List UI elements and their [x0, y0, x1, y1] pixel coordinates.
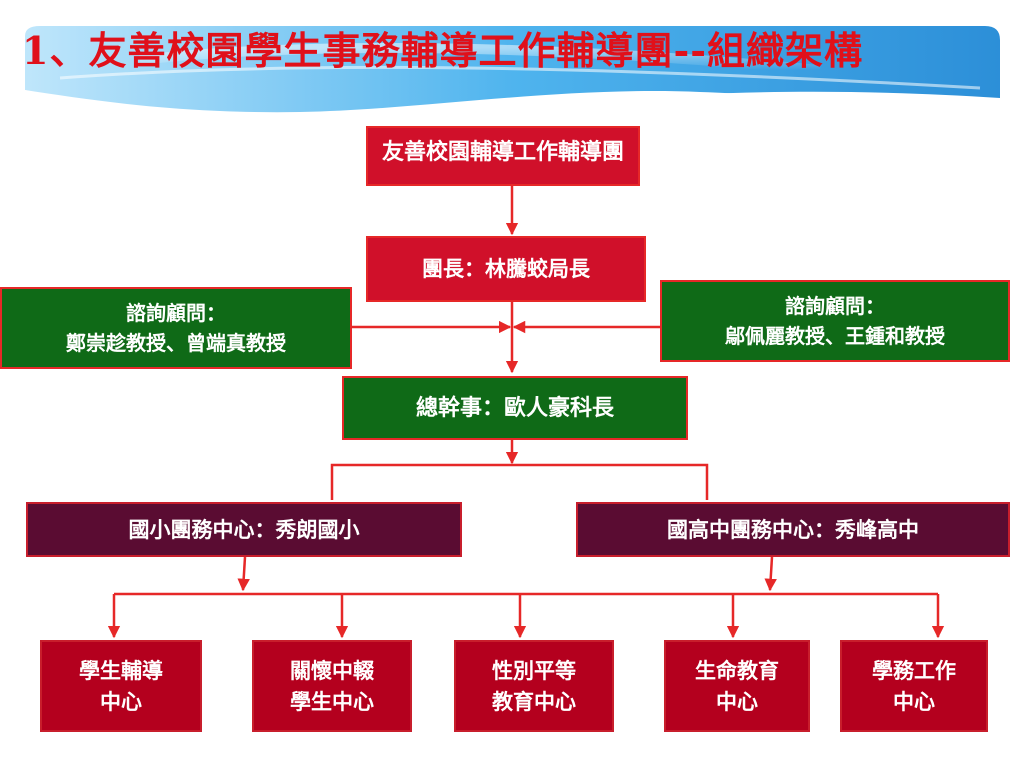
team-node-label: 友善校園輔導工作輔導團: [381, 139, 624, 165]
unit-label-line2: 中心: [100, 689, 142, 714]
advisor-left-node: 諮詢顧問： 鄭崇趁教授、曾端真教授: [0, 287, 352, 369]
unit-label-line2: 中心: [716, 689, 758, 714]
connector-branch: [330, 463, 709, 500]
unit-label-line2: 學生中心: [290, 689, 374, 714]
secretary-node: 總幹事：歐人豪科長: [342, 376, 688, 440]
advisor-right-names: 鄔佩麗教授、王鍾和教授: [725, 324, 945, 348]
secondary-center-node: 國高中團務中心：秀峰高中: [576, 502, 1010, 557]
page-title: 1、友善校園學生事務輔導工作輔導團--組織架構: [22, 28, 863, 73]
connector-sec-down: [764, 556, 777, 592]
advisor-left-title: 諮詢顧問：: [126, 301, 226, 325]
unit-label-line1: 生命教育: [695, 657, 779, 683]
secondary-center-label: 國高中團務中心：秀峰高中: [667, 516, 919, 542]
elementary-center-node: 國小團務中心：秀朗國小: [26, 502, 462, 557]
leader-node: 團長：林騰蛟局長: [366, 236, 646, 302]
unit-label-line2: 中心: [893, 689, 935, 714]
elementary-center-label: 國小團務中心：秀朗國小: [128, 516, 360, 542]
connector-elem-down: [237, 556, 250, 592]
unit-gender-equality: 性別平等 教育中心: [454, 640, 614, 732]
team-node: 友善校園輔導工作輔導團: [366, 126, 640, 186]
unit-label-line1: 性別平等: [492, 657, 576, 683]
unit-student-counseling: 學生輔導 中心: [40, 640, 202, 732]
wave-banner: [25, 26, 1000, 140]
unit-label-line1: 關懷中輟: [290, 657, 374, 683]
unit-dropout-care: 關懷中輟 學生中心: [252, 640, 412, 732]
unit-label-line2: 教育中心: [492, 689, 576, 714]
unit-label-line1: 學務工作: [872, 657, 956, 683]
advisor-right-node: 諮詢顧問： 鄔佩麗教授、王鍾和教授: [660, 280, 1010, 362]
advisor-left-names: 鄭崇趁教授、曾端真教授: [66, 331, 286, 355]
unit-student-affairs: 學務工作 中心: [840, 640, 988, 732]
leader-node-label: 團長：林騰蛟局長: [422, 256, 590, 282]
unit-life-education: 生命教育 中心: [664, 640, 810, 732]
secretary-node-label: 總幹事：歐人豪科長: [415, 394, 614, 421]
unit-label-line1: 學生輔導: [79, 657, 163, 683]
advisor-right-title: 諮詢顧問：: [785, 294, 885, 318]
